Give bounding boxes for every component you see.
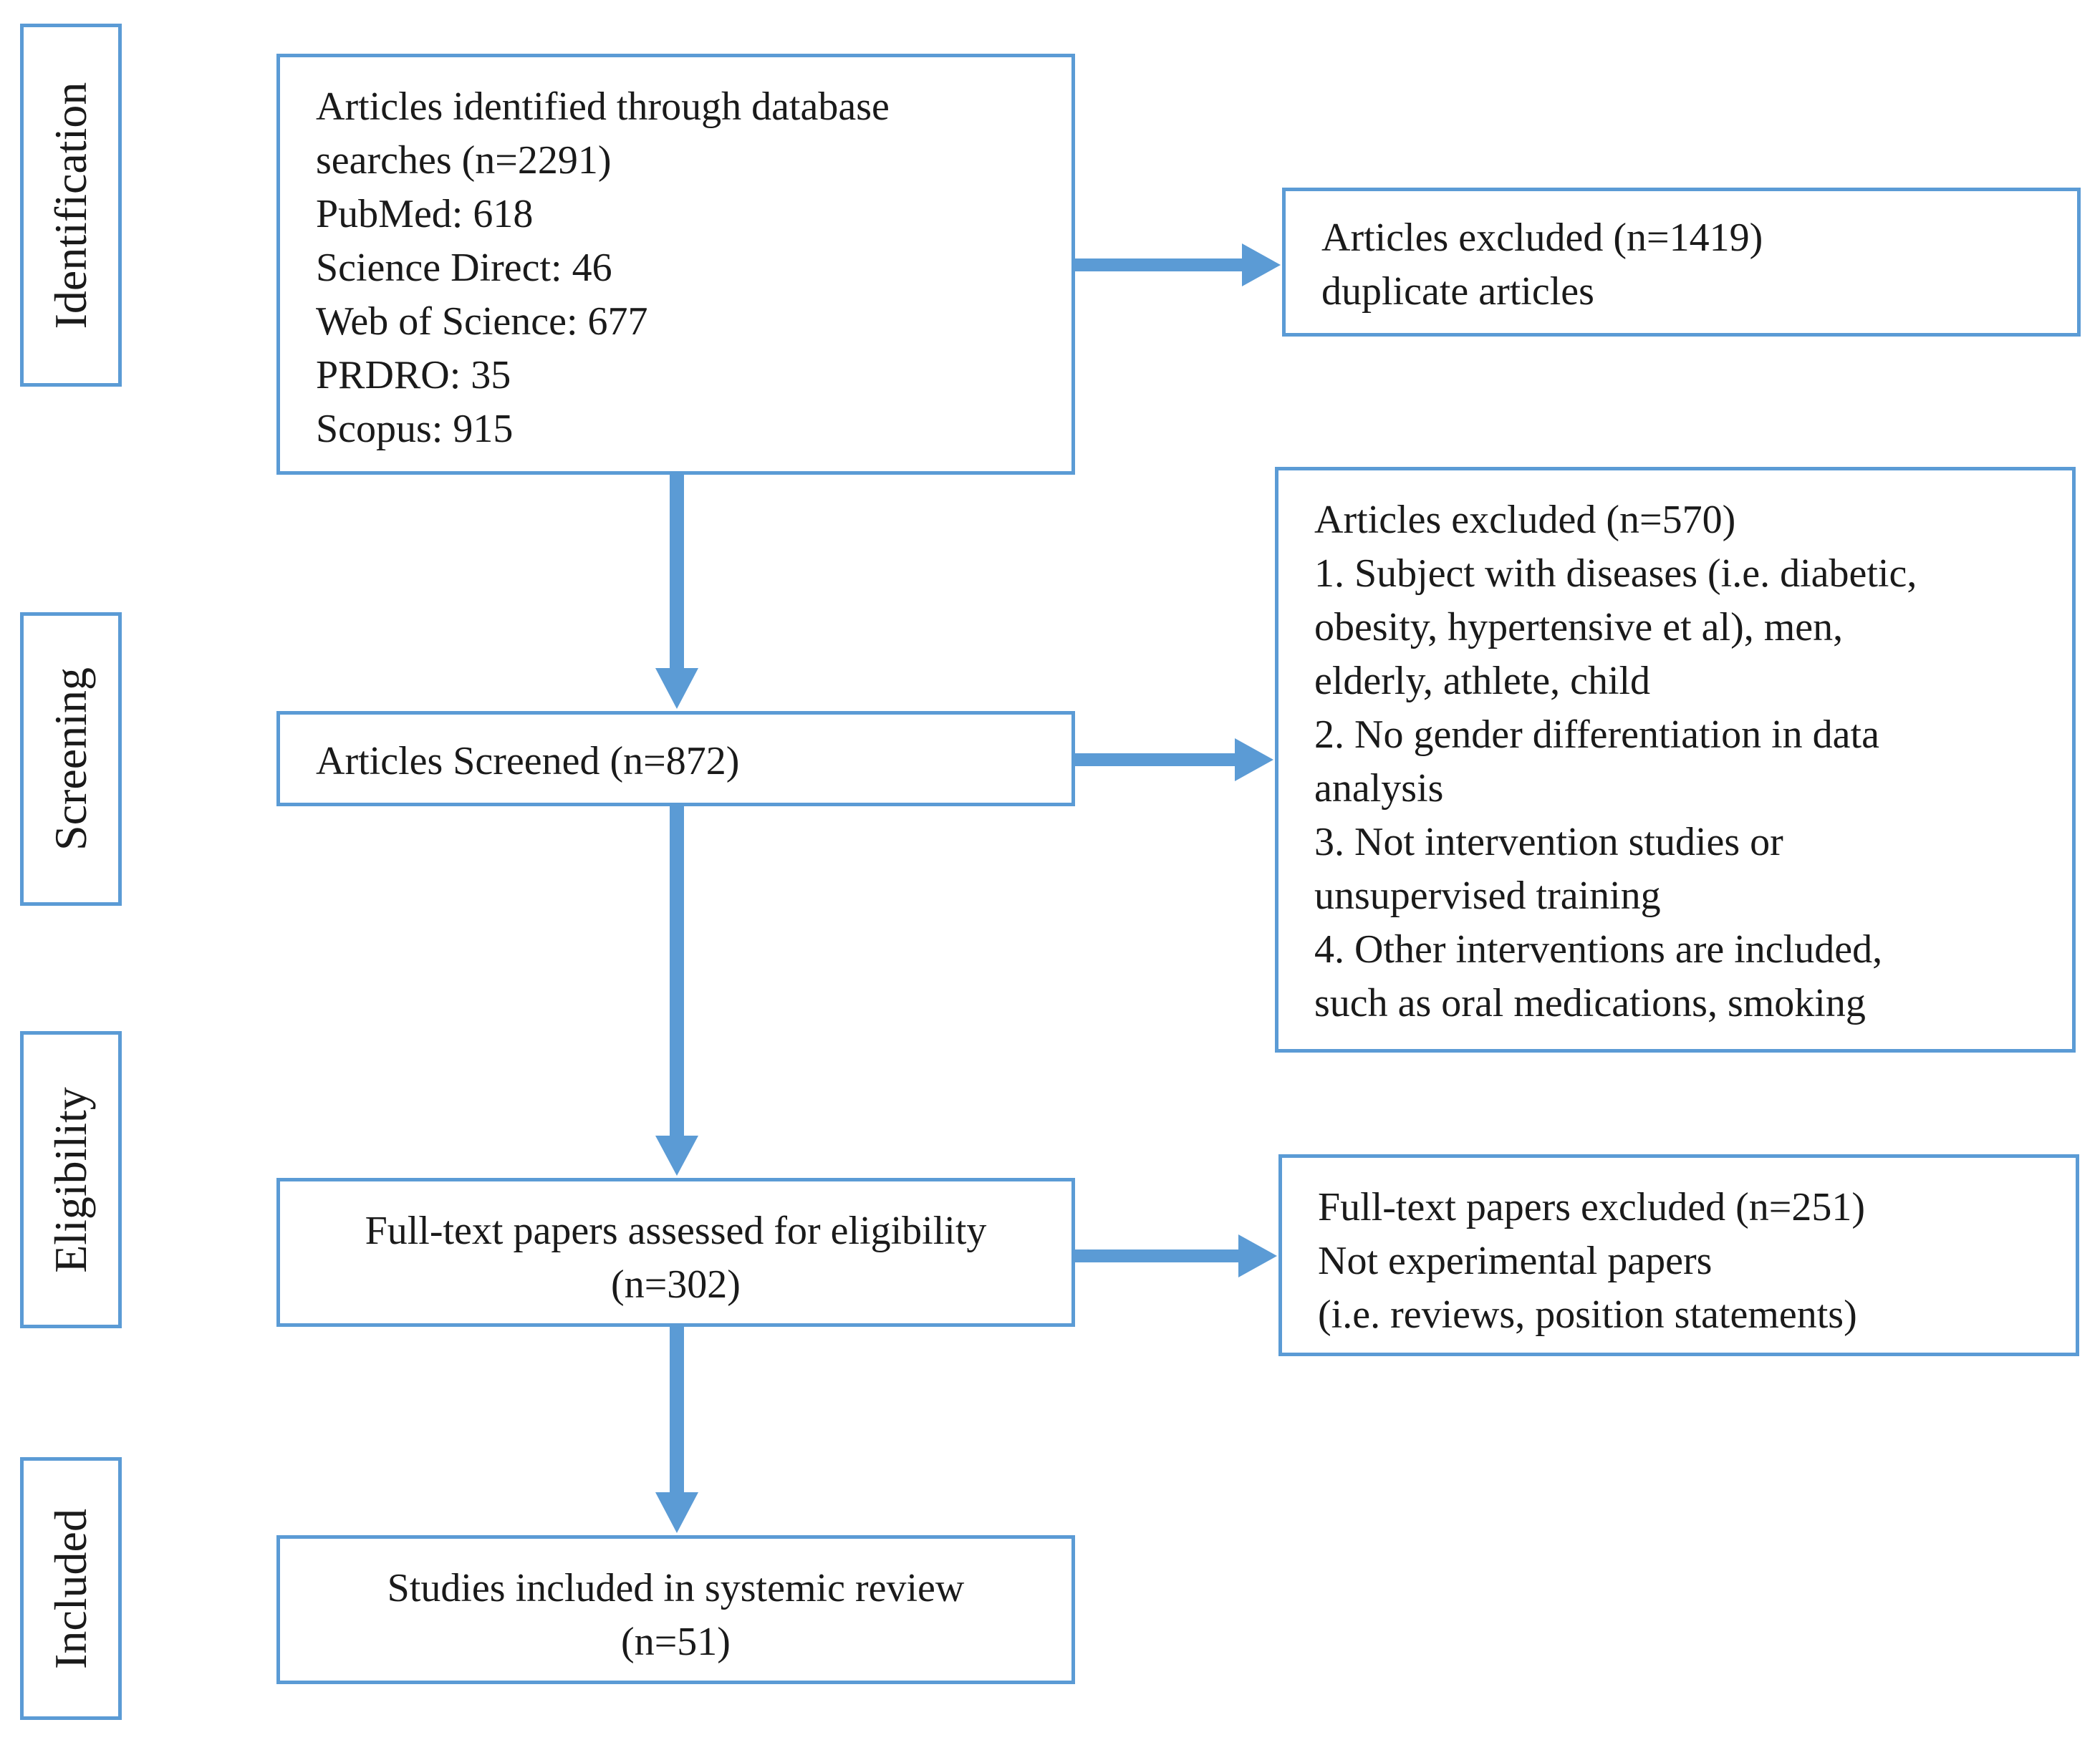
arrow-screened-to-eligibility bbox=[655, 806, 698, 1176]
eligibility-line-2: (n=302) bbox=[611, 1262, 741, 1307]
included-box: Studies included in systemic review (n=5… bbox=[276, 1535, 1075, 1684]
duplicates-excluded-line-2: duplicate articles bbox=[1321, 269, 1594, 314]
stage-eligibility-label: Eligibility bbox=[45, 1086, 96, 1273]
arrow-identified-to-screened bbox=[655, 475, 698, 709]
screening-excluded-line-10: such as oral medications, smoking bbox=[1314, 981, 1866, 1025]
source-pubmed: PubMed: 618 bbox=[316, 192, 534, 236]
screening-excluded-line-6: analysis bbox=[1314, 766, 1444, 811]
duplicates-excluded-box: Articles excluded (n=1419) duplicate art… bbox=[1282, 188, 2081, 337]
stage-identification: Identification bbox=[20, 24, 122, 387]
screened-label: Articles Screened (n=872) bbox=[316, 739, 740, 783]
eligibility-excluded-line-3: (i.e. reviews, position statements) bbox=[1318, 1292, 1857, 1337]
eligibility-excluded-line-2: Not experimental papers bbox=[1318, 1239, 1713, 1283]
stage-eligibility: Eligibility bbox=[20, 1031, 122, 1328]
stage-included: Included bbox=[20, 1457, 122, 1720]
arrow-eligibility-to-included bbox=[655, 1327, 698, 1533]
eligibility-box: Full-text papers assessed for eligibilit… bbox=[276, 1178, 1075, 1327]
screening-excluded-line-4: elderly, athlete, child bbox=[1314, 659, 1651, 703]
screening-excluded-line-1: Articles excluded (n=570) bbox=[1314, 498, 1736, 542]
eligibility-excluded-box: Full-text papers excluded (n=251) Not ex… bbox=[1278, 1154, 2079, 1356]
stage-identification-label: Identification bbox=[45, 82, 96, 329]
screening-excluded-line-5: 2. No gender differentiation in data bbox=[1314, 712, 1879, 757]
stage-screening: Screening bbox=[20, 612, 122, 906]
source-web-of-science: Web of Science: 677 bbox=[316, 299, 648, 344]
eligibility-excluded-line-1: Full-text papers excluded (n=251) bbox=[1318, 1185, 1866, 1229]
arrow-identified-to-duplicates-excluded bbox=[1075, 243, 1281, 286]
identified-line-2: searches (n=2291) bbox=[316, 138, 612, 183]
screening-excluded-line-3: obesity, hypertensive et al), men, bbox=[1314, 605, 1844, 649]
screening-excluded-line-9: 4. Other interventions are included, bbox=[1314, 927, 1883, 972]
screened-box: Articles Screened (n=872) bbox=[276, 711, 1075, 806]
screening-excluded-box: Articles excluded (n=570) 1. Subject wit… bbox=[1275, 467, 2076, 1053]
arrow-eligibility-to-eligibility-excluded bbox=[1075, 1234, 1277, 1277]
source-science-direct: Science Direct: 46 bbox=[316, 246, 612, 290]
source-scopus: Scopus: 915 bbox=[316, 407, 514, 451]
screening-excluded-line-8: unsupervised training bbox=[1314, 874, 1661, 918]
stage-included-label: Included bbox=[45, 1508, 96, 1669]
included-line-2: (n=51) bbox=[621, 1620, 731, 1664]
identified-line-1: Articles identified through database bbox=[316, 84, 890, 129]
source-prdro: PRDRO: 35 bbox=[316, 353, 511, 397]
eligibility-line-1: Full-text papers assessed for eligibilit… bbox=[365, 1209, 987, 1253]
identified-box: Articles identified through database sea… bbox=[276, 54, 1075, 475]
stage-screening-label: Screening bbox=[45, 667, 96, 851]
screening-excluded-line-2: 1. Subject with diseases (i.e. diabetic, bbox=[1314, 551, 1917, 596]
arrow-screened-to-screening-excluded bbox=[1075, 738, 1273, 781]
included-line-1: Studies included in systemic review bbox=[387, 1566, 965, 1610]
screening-excluded-line-7: 3. Not intervention studies or bbox=[1314, 820, 1783, 864]
duplicates-excluded-line-1: Articles excluded (n=1419) bbox=[1321, 216, 1763, 260]
